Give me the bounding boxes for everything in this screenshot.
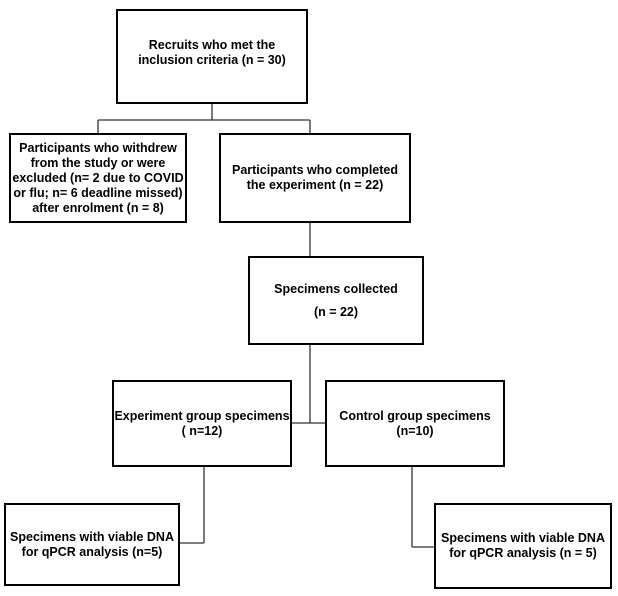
- withdrew-line-1: Participants who withdrew: [19, 140, 177, 155]
- experiment-viable-dna-box: Specimens with viable DNA for qPCR analy…: [4, 503, 180, 586]
- recruits-line-2: inclusion criteria (n = 30): [138, 52, 286, 67]
- viable-right-line-1: Specimens with viable DNA: [441, 531, 605, 545]
- recruits-line-1: Recruits who met the: [148, 37, 276, 52]
- experiment-line-2: ( n=12): [181, 423, 223, 438]
- control-group-box: Control group specimens (n=10): [325, 380, 505, 467]
- completed-line-2: the experiment (n = 22): [246, 178, 384, 192]
- experiment-group-box: Experiment group specimens ( n=12): [112, 380, 292, 467]
- withdrew-line-2: from the study or were: [30, 155, 166, 170]
- withdrew-line-4: or flu; n= 6 deadline missed): [13, 185, 183, 200]
- control-line-1: Control group specimens: [339, 408, 491, 423]
- completed-box: Participants who completed the experimen…: [219, 133, 411, 223]
- completed-line-1: Participants who completed: [231, 163, 398, 177]
- recruits-box: Recruits who met the inclusion criteria …: [116, 9, 308, 104]
- withdrew-line-5: after enrolment (n = 8): [32, 200, 164, 215]
- experiment-line-1: Experiment group specimens: [114, 408, 290, 423]
- control-line-2: (n=10): [396, 423, 434, 438]
- specimens-collected-box: Specimens collected (n = 22): [248, 256, 424, 345]
- specimens-line-1: Specimens collected: [274, 281, 398, 296]
- withdrew-line-3: excluded (n= 2 due to COVID: [12, 170, 184, 185]
- viable-left-line-1: Specimens with viable DNA: [10, 529, 174, 544]
- control-viable-dna-box: Specimens with viable DNA for qPCR analy…: [434, 503, 612, 589]
- viable-right-line-2: for qPCR analysis (n = 5): [449, 546, 597, 560]
- viable-left-line-2: for qPCR analysis (n=5): [21, 544, 163, 559]
- specimens-line-2: (n = 22): [313, 304, 359, 319]
- withdrew-box: Participants who withdrew from the study…: [9, 133, 187, 223]
